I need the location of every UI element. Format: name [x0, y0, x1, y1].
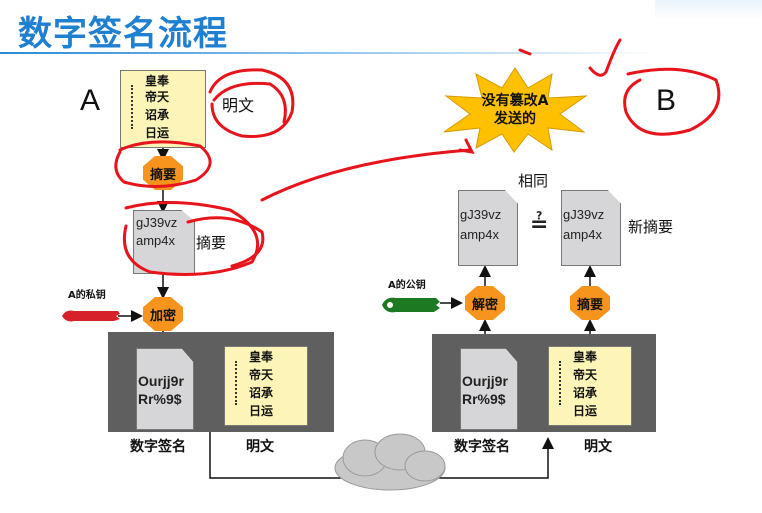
- verification-burst: 没有篡改A发送的: [440, 66, 590, 154]
- top-bar: [655, 0, 762, 20]
- decrypted-digest-document: [458, 190, 518, 266]
- scroll-line-2: 帝天: [145, 90, 170, 104]
- digest-op-sender: 摘要: [143, 156, 183, 190]
- decrypted-digest-line-2: amp4x: [460, 227, 500, 242]
- plaintext-scroll-top: 皇奉 帝天 诏承 日运: [120, 70, 206, 148]
- scroll-line-3: 诏承: [249, 386, 274, 400]
- public-key-label: A的公钥: [388, 280, 426, 291]
- new-digest-label: 新摘要: [628, 218, 674, 236]
- burst-shape: [443, 67, 588, 153]
- slide-title: 数字签名流程: [18, 14, 228, 54]
- plaintext-scroll-sender: 皇奉 帝天 诏承 日运: [224, 346, 308, 426]
- party-b-label: B: [656, 84, 677, 117]
- party-a-label: A: [80, 84, 101, 117]
- private-key-label: A的私钥: [68, 290, 106, 301]
- signature-document-receiver: [460, 348, 518, 430]
- signature-line-2: Rr%9$: [138, 391, 182, 407]
- scroll-line-1: 皇奉: [145, 74, 170, 88]
- scroll-line-3: 诏承: [145, 108, 170, 122]
- scroll-line-4: 日运: [573, 404, 598, 418]
- same-label: 相同: [518, 172, 549, 190]
- plaintext-scroll-receiver: 皇奉 帝天 诏承 日运: [548, 346, 632, 426]
- network-cloud-icon: [334, 433, 446, 491]
- signature-label-receiver: 数字签名: [454, 439, 510, 455]
- digest-op-receiver: 摘要: [570, 286, 610, 320]
- not-equal-sign: ≟: [530, 212, 549, 237]
- encrypt-op: 加密: [143, 297, 183, 331]
- decrypt-op: 解密: [465, 286, 505, 320]
- decrypted-digest-line-1: gJ39vz: [460, 207, 502, 222]
- scroll-line-2: 帝天: [249, 368, 274, 382]
- scroll-line-3: 诏承: [573, 386, 598, 400]
- scroll-line-1: 皇奉: [249, 350, 274, 364]
- receiver-signature-line-2: Rr%9$: [462, 391, 506, 407]
- public-key-icon: [382, 297, 440, 313]
- digest-line-1: gJ39vz: [136, 215, 178, 230]
- scroll-line-1: 皇奉: [573, 350, 598, 364]
- private-key-icon: [62, 310, 120, 322]
- signature-line-1: Ourjj9r: [138, 373, 184, 389]
- plaintext-label-top: 明文: [222, 96, 255, 115]
- scroll-line-4: 日运: [249, 404, 274, 418]
- plaintext-label-receiver: 明文: [584, 439, 612, 455]
- title-underline: [0, 52, 660, 54]
- receiver-signature-line-1: Ourjj9r: [462, 373, 508, 389]
- plaintext-label-sender: 明文: [246, 439, 274, 455]
- burst-text: 没有篡改A发送的: [481, 93, 549, 127]
- new-digest-document: [561, 190, 621, 266]
- new-digest-line-1: gJ39vz: [563, 207, 605, 222]
- digest-line-2: amp4x: [136, 233, 176, 248]
- new-digest-line-2: amp4x: [563, 227, 603, 242]
- scroll-line-2: 帝天: [573, 368, 598, 382]
- digest-label-sender: 摘要: [196, 234, 227, 252]
- signature-document-sender: [136, 348, 194, 430]
- signature-label-sender: 数字签名: [130, 439, 186, 455]
- scroll-line-4: 日运: [145, 126, 170, 140]
